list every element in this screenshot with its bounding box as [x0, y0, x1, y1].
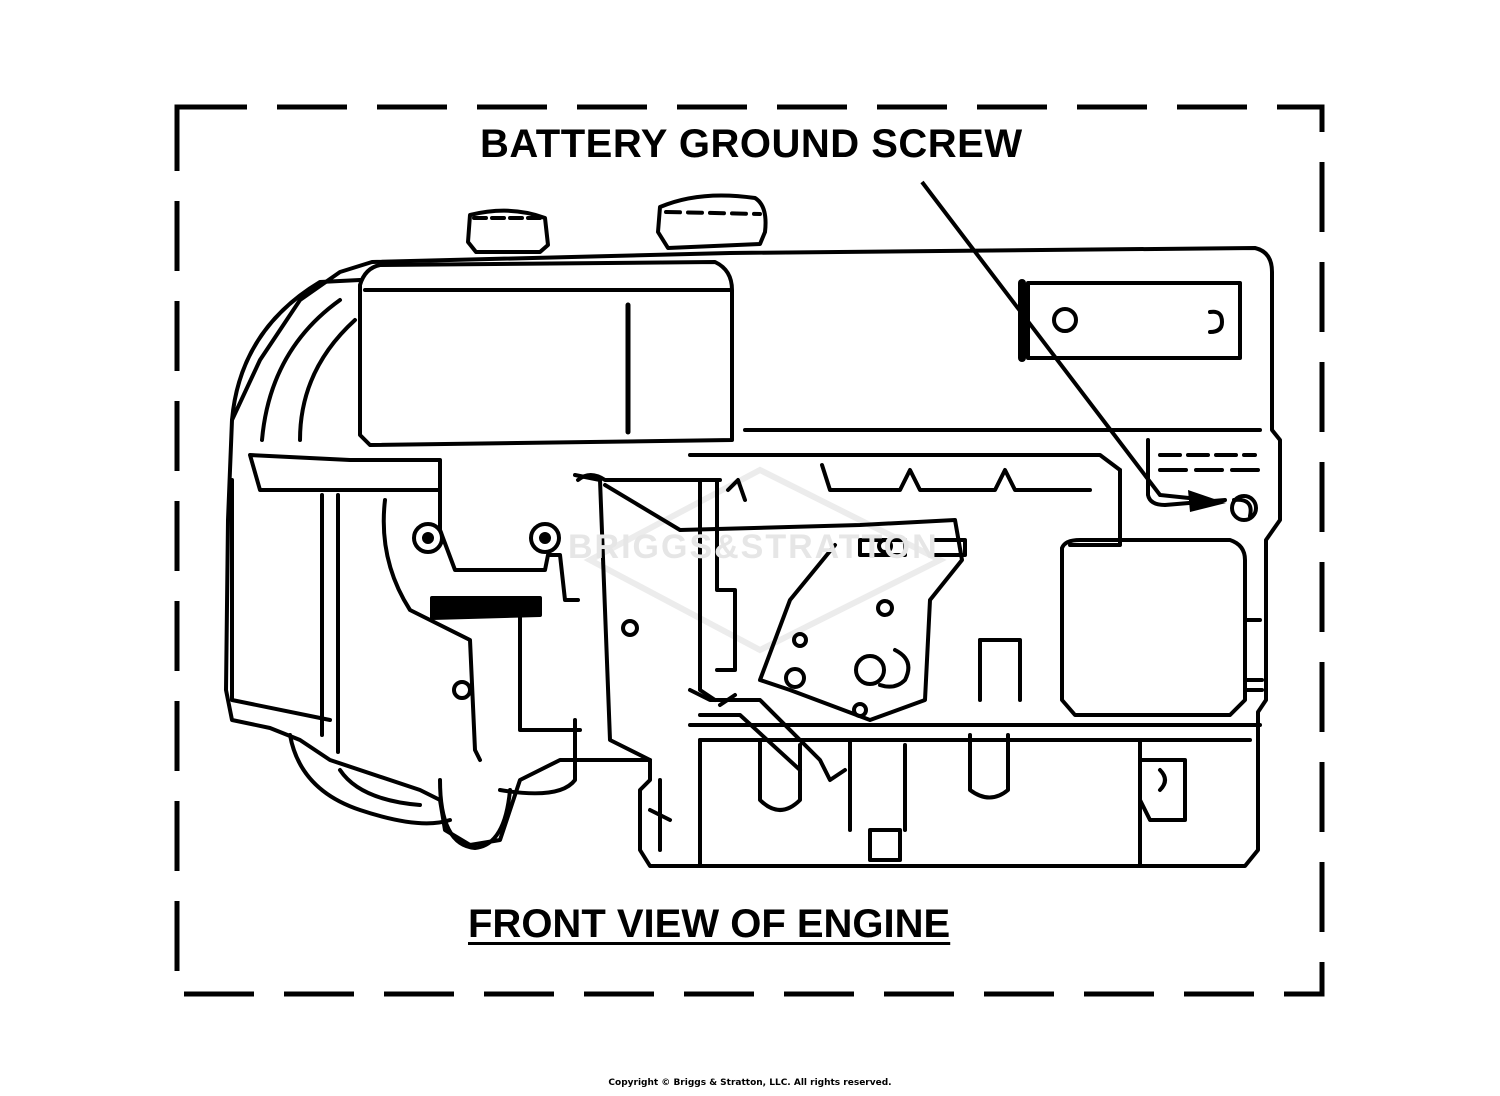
- ground-screw: [1230, 494, 1258, 522]
- watermark-logo: [583, 466, 947, 654]
- dashed-frame: [174, 104, 1325, 997]
- copyright-notice: Copyright © Briggs & Stratton, LLC. All …: [608, 1078, 892, 1088]
- view-title: FRONT VIEW OF ENGINE: [468, 902, 951, 946]
- linkage-plate: [573, 473, 964, 762]
- callout-leader-arrow: [920, 180, 1226, 512]
- watermark-text: BRIGGS&STRATTON: [568, 528, 939, 566]
- engine-drawing: [224, 193, 1282, 868]
- oil-fill-cap: [466, 208, 550, 254]
- starter-motor: [1060, 538, 1247, 717]
- fuel-cap: [656, 193, 768, 250]
- engine-outline: [224, 246, 1282, 868]
- control-bracket: [381, 498, 482, 762]
- battery-ground-screw-label: BATTERY GROUND SCREW: [480, 122, 1023, 166]
- name-plate: [1026, 281, 1242, 360]
